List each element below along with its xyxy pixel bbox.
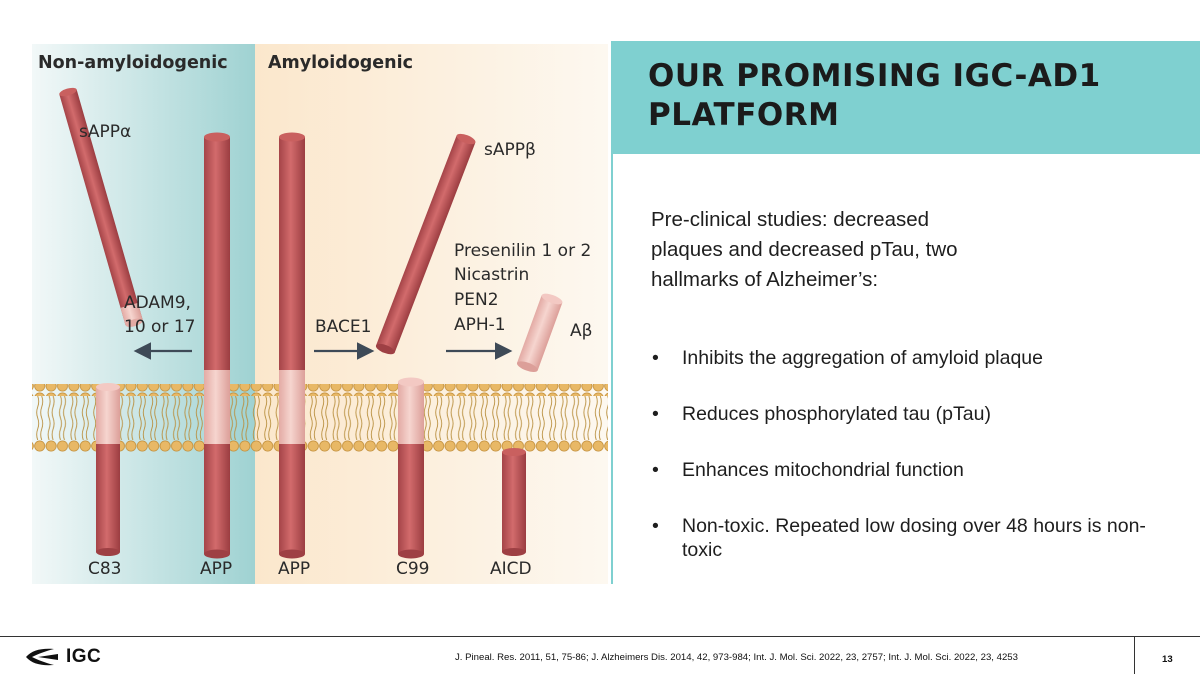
title-band: OUR PROMISING IGC-AD1 PLATFORM xyxy=(611,41,1200,154)
sappb-label: sAPPβ xyxy=(484,140,536,160)
list-item: • Inhibits the aggregation of amyloid pla… xyxy=(652,346,1152,370)
bace-label: BACE1 xyxy=(315,317,371,337)
amyloidogenic-title: Amyloidogenic xyxy=(268,53,413,73)
bullet-dot-icon: • xyxy=(652,515,659,537)
aicd-fragment xyxy=(502,448,526,556)
sappa-fragment xyxy=(59,87,143,327)
c99-label: C99 xyxy=(396,559,430,579)
igc-logo: IGC xyxy=(24,646,101,668)
bullet-text: Non-toxic. Repeated low dosing over 48 h… xyxy=(682,515,1146,561)
logo-text: IGC xyxy=(66,646,102,667)
c83-label: C83 xyxy=(88,559,122,579)
app-right-label: APP xyxy=(278,559,310,579)
bullet-dot-icon: • xyxy=(652,459,659,481)
c99-fragment xyxy=(398,377,424,559)
app-left-protein xyxy=(204,132,230,559)
app-processing-diagram: Non-amyloidogenic Amyloidogenic xyxy=(32,44,608,584)
list-item: • Non-toxic. Repeated low dosing over 48 … xyxy=(652,514,1152,562)
app-left-label: APP xyxy=(200,559,232,579)
bullet-text: Enhances mitochondrial function xyxy=(682,459,964,481)
intro-line-1: Pre-clinical studies: decreased xyxy=(651,208,930,231)
aicd-label: AICD xyxy=(490,559,532,579)
bullet-text: Inhibits the aggregation of amyloid plaq… xyxy=(682,347,1043,369)
page-number: 13 xyxy=(1162,654,1173,665)
bullet-text: Reduces phosphorylated tau (pTau) xyxy=(682,403,991,425)
sappb-fragment xyxy=(375,133,476,355)
list-item: • Enhances mitochondrial function xyxy=(652,458,1152,482)
footer-divider xyxy=(1134,636,1135,674)
gamma-secretase-label-line4: APH-1 xyxy=(454,315,506,335)
benefits-list: • Inhibits the aggregation of amyloid pla… xyxy=(652,346,1152,594)
gamma-secretase-label-line2: Nicastrin xyxy=(454,265,529,285)
intro-text: Pre-clinical studies: decreased plaques … xyxy=(651,205,1071,295)
gamma-secretase-label-line3: PEN2 xyxy=(454,290,499,310)
bullet-dot-icon: • xyxy=(652,403,659,425)
content-panel-border xyxy=(611,154,613,584)
list-item: • Reduces phosphorylated tau (pTau) xyxy=(652,402,1152,426)
slide-title-line-2: PLATFORM xyxy=(648,97,840,133)
intro-line-3: hallmarks of Alzheimer’s: xyxy=(651,268,879,291)
intro-line-2: plaques and decreased pTau, two xyxy=(651,238,958,261)
slide-title-line-1: OUR PROMISING IGC-AD1 xyxy=(648,58,1101,94)
references: J. Pineal. Res. 2011, 51, 75-86; J. Alzh… xyxy=(455,652,1018,663)
adam-label-line1: ADAM9, xyxy=(124,293,191,313)
footer-rule xyxy=(0,636,1200,637)
abeta-fragment xyxy=(516,293,563,372)
lipid-bilayer xyxy=(32,384,608,452)
c83-fragment xyxy=(96,383,120,556)
app-right-protein xyxy=(279,132,305,559)
gamma-secretase-label-line1: Presenilin 1 or 2 xyxy=(454,241,591,261)
slide-title: OUR PROMISING IGC-AD1 PLATFORM xyxy=(648,57,1101,135)
bullet-dot-icon: • xyxy=(652,347,659,369)
abeta-label: Aβ xyxy=(570,321,592,341)
adam-label-line2: 10 or 17 xyxy=(124,317,195,337)
sappa-label: sAPPα xyxy=(79,122,131,142)
igc-leaf-icon xyxy=(26,648,58,666)
non-amyloidogenic-title: Non-amyloidogenic xyxy=(38,53,228,73)
